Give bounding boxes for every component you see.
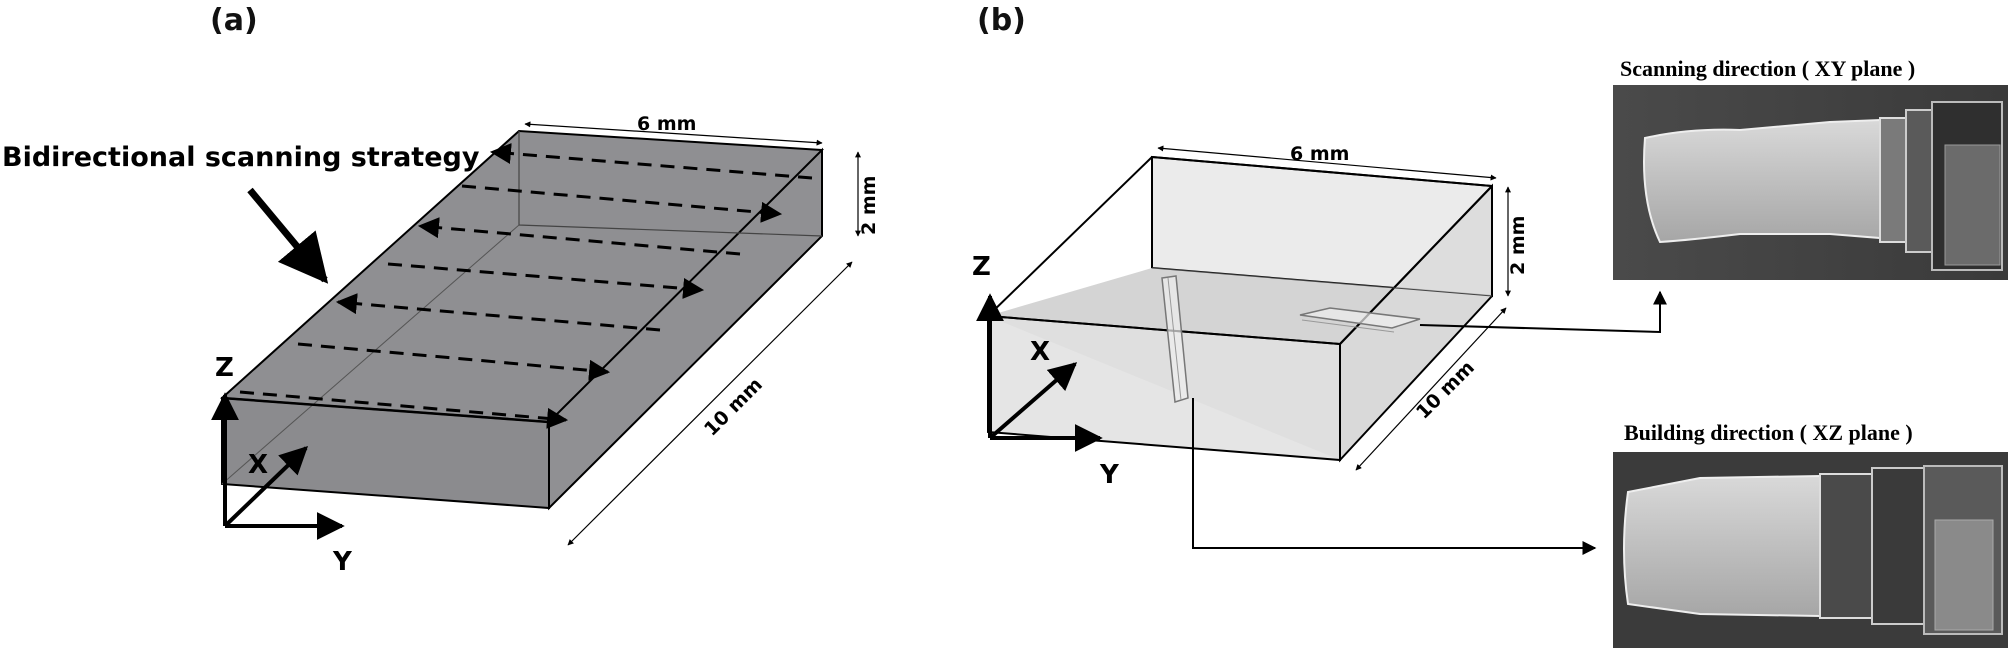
sem-bottom-specimen bbox=[1623, 474, 1821, 618]
sem-top-specimen bbox=[1643, 118, 1881, 244]
axes-a bbox=[211, 392, 345, 540]
sem-bottom-step-2 bbox=[1871, 467, 1925, 625]
scanning-strategy-label: Bidirectional scanning strategy bbox=[2, 142, 480, 173]
axis-b-x-label: X bbox=[1030, 337, 1050, 367]
dim-b-height-label: 2 mm bbox=[1507, 216, 1529, 275]
dim-a-length-line bbox=[567, 261, 853, 546]
scan-path-3 bbox=[417, 217, 741, 256]
sem-bottom-fracture bbox=[1934, 519, 1994, 631]
axis-b-z-label: Z bbox=[972, 252, 991, 282]
scan-path-6 bbox=[297, 342, 611, 381]
dim-a-height-label: 2 mm bbox=[858, 176, 880, 235]
box-b bbox=[987, 155, 1493, 463]
sem-bottom-step-1 bbox=[1819, 473, 1873, 619]
box-b-top-back-left-edge bbox=[987, 156, 1153, 317]
box-b-top-front-edge bbox=[987, 315, 1341, 345]
dim-b-length-line bbox=[1355, 307, 1507, 471]
sem-top-step-2 bbox=[1905, 109, 1933, 253]
sem-top-step-1 bbox=[1879, 117, 1907, 243]
axis-b-x bbox=[988, 362, 1078, 440]
connector-xy bbox=[1419, 290, 1667, 334]
panel-a: (a) Bidirectional scanning strategy 6 mm bbox=[2, 3, 880, 577]
panel-a-label: (a) bbox=[210, 3, 258, 38]
dim-a-length-label: 10 mm bbox=[700, 374, 767, 441]
sem-image-top bbox=[1613, 85, 2008, 280]
scan-path-1 bbox=[489, 143, 813, 180]
box-b-bottom-back-edge bbox=[1151, 267, 1493, 297]
dim-b-width-label: 6 mm bbox=[1290, 143, 1349, 165]
axis-b-y-label: Y bbox=[1099, 460, 1120, 490]
sem-bottom-title: Building direction ( XZ plane ) bbox=[1624, 420, 1913, 445]
box-a-hidden-edge-diag bbox=[221, 224, 520, 485]
sem-top-title: Scanning direction ( XY plane ) bbox=[1620, 56, 1915, 81]
axes-b bbox=[976, 293, 1103, 452]
connector-xz bbox=[1192, 398, 1597, 555]
axis-a-z-label: Z bbox=[215, 353, 234, 383]
axis-a-x bbox=[223, 446, 309, 528]
panel-b: (b) 6 mm 2 mm 10 mm bbox=[972, 3, 2008, 648]
box-a-front-top-edge bbox=[221, 396, 550, 424]
scan-path-7 bbox=[239, 390, 569, 429]
strategy-pointer-arrow bbox=[247, 187, 329, 284]
axis-a-y-label: Y bbox=[332, 547, 353, 577]
sample-xz-inner bbox=[1167, 277, 1182, 401]
axis-a-x-label: X bbox=[248, 450, 268, 480]
sem-top-fracture bbox=[1944, 144, 2001, 266]
dim-a-width-label: 6 mm bbox=[637, 113, 696, 135]
dim-a-width-line bbox=[524, 121, 823, 146]
sem-image-bottom bbox=[1613, 452, 2008, 648]
panel-b-label: (b) bbox=[977, 3, 1026, 38]
scan-path-2 bbox=[461, 184, 783, 223]
dim-b-width-line bbox=[1157, 145, 1497, 181]
